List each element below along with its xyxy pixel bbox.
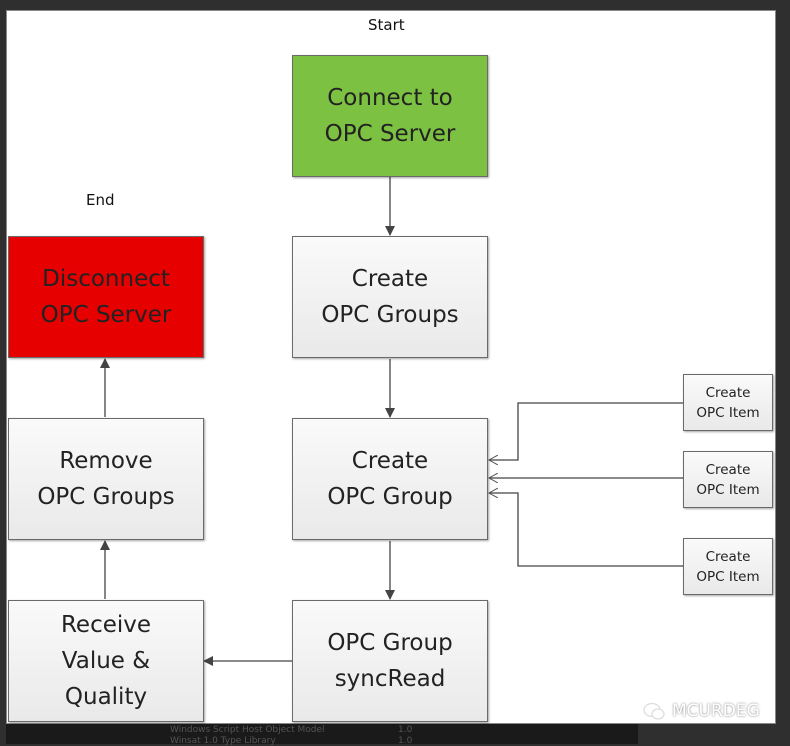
node-create-opc-group: Create OPC Group	[292, 418, 488, 540]
watermark-text: MCURDEG	[672, 701, 760, 721]
wechat-icon	[643, 702, 665, 720]
watermark: MCURDEG	[642, 700, 760, 722]
node-opc-group-syncread: OPC Group syncRead	[292, 600, 488, 722]
node-connect-opc-server: Connect to OPC Server	[292, 55, 488, 177]
node-create-opc-item: Create OPC Item	[683, 538, 773, 595]
arrow-item3-to-group	[489, 493, 683, 567]
start-label: Start	[368, 16, 405, 34]
background-reference-list: Windows Script Host Object Model 1.0 Win…	[6, 724, 638, 746]
node-remove-opc-groups: Remove OPC Groups	[8, 418, 204, 540]
node-receive-value-quality: Receive Value & Quality	[8, 600, 204, 722]
arrow-item1-to-group	[489, 402, 683, 460]
ref-name: Windows Script Host Object Model	[170, 725, 325, 735]
ref-name: Winsat 1.0 Type Library	[170, 736, 276, 746]
node-create-opc-groups: Create OPC Groups	[292, 236, 488, 358]
node-disconnect-opc-server: Disconnect OPC Server	[8, 236, 204, 358]
end-label: End	[86, 191, 115, 209]
ref-version: 1.0	[398, 736, 413, 746]
node-create-opc-item: Create OPC Item	[683, 451, 773, 508]
ref-version: 1.0	[398, 725, 413, 735]
node-create-opc-item: Create OPC Item	[683, 374, 773, 431]
